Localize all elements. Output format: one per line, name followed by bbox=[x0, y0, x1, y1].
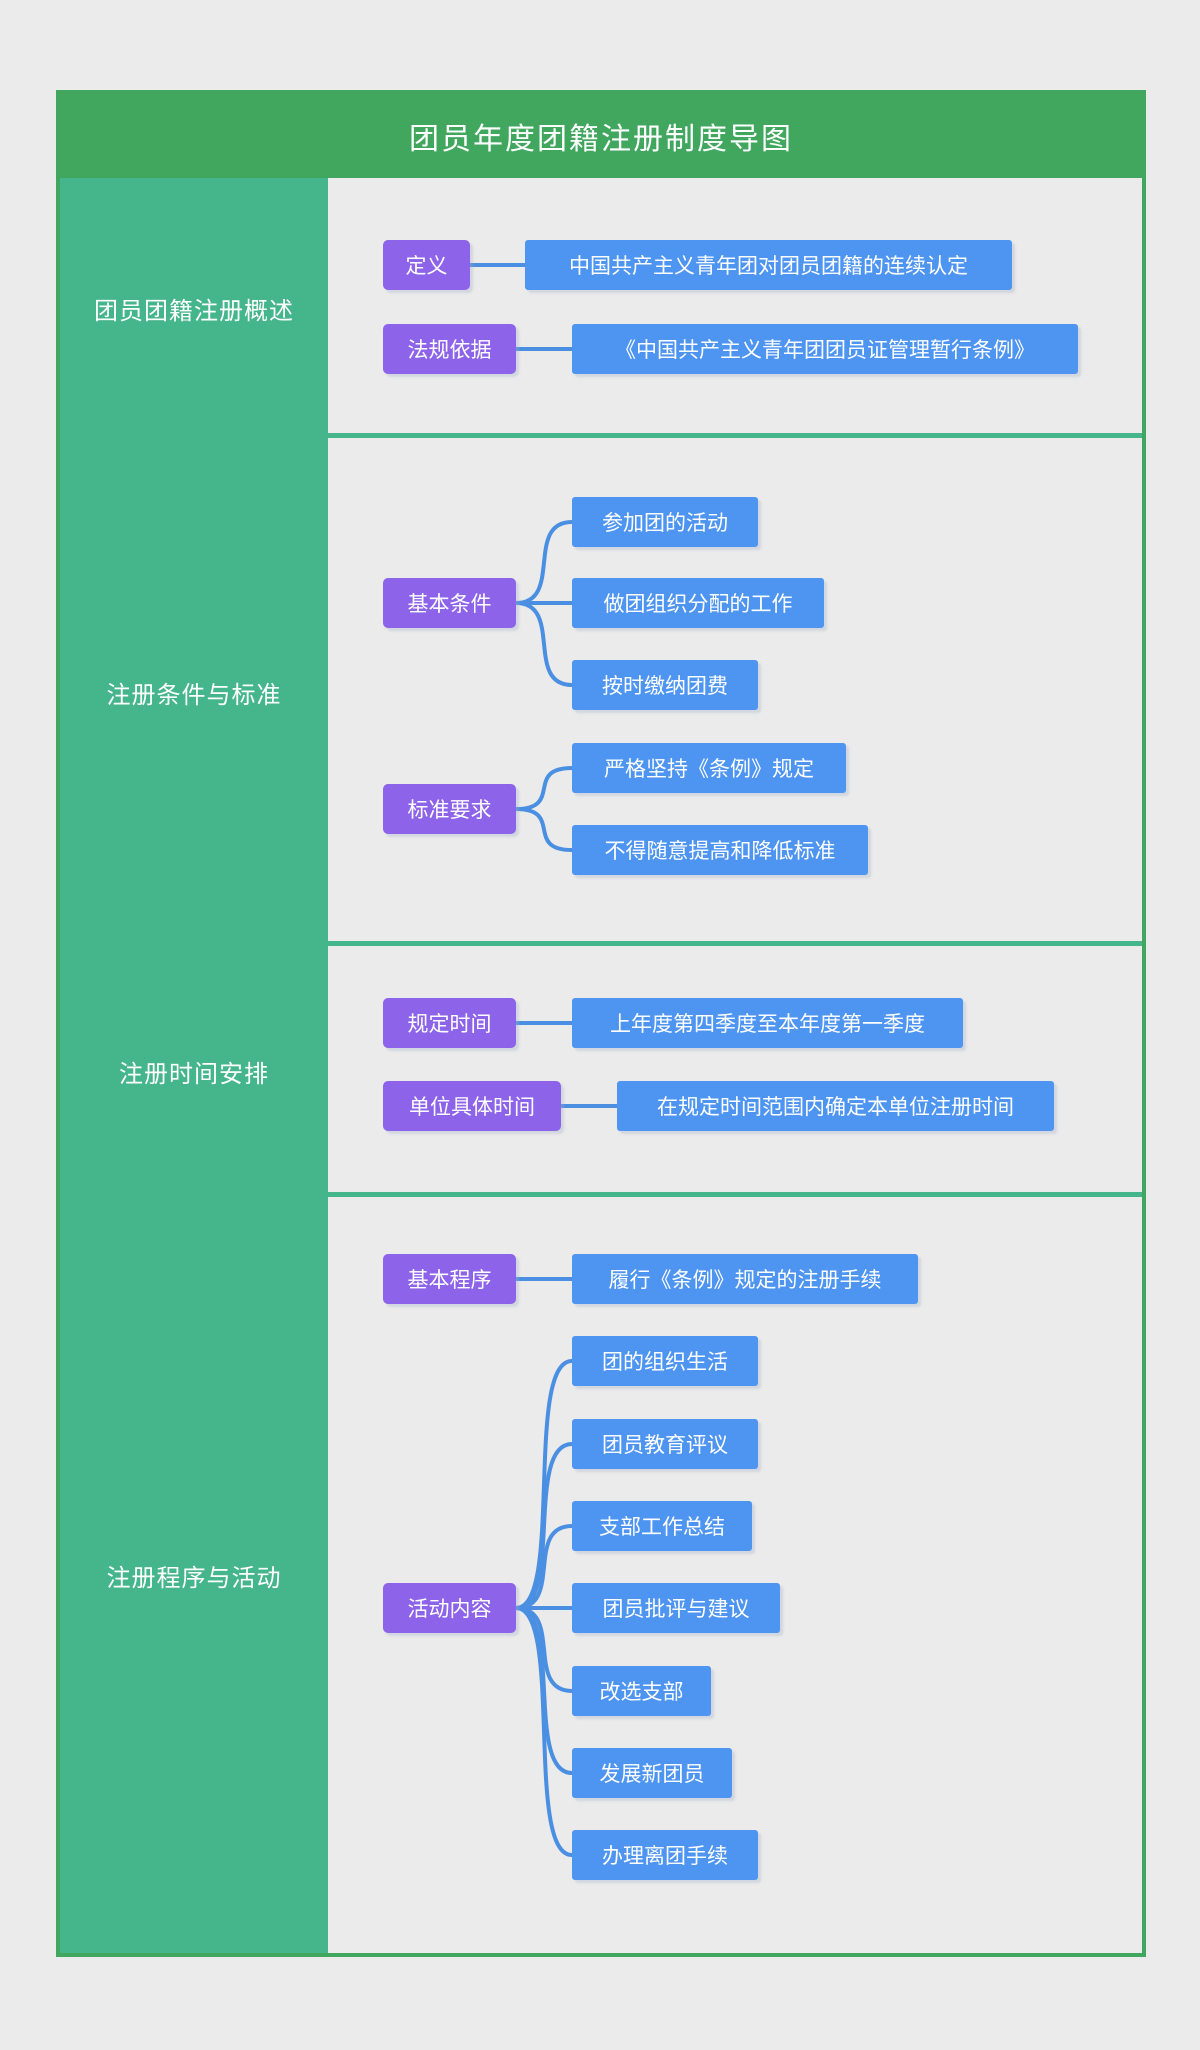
child-node[interactable]: 改选支部 bbox=[572, 1666, 711, 1716]
node-unit-specific-time[interactable]: 单位具体时间 bbox=[383, 1081, 561, 1131]
child-node[interactable]: 做团组织分配的工作 bbox=[572, 578, 824, 628]
section-divider bbox=[328, 1192, 1142, 1197]
connector-layer bbox=[514, 1277, 574, 1857]
child-node[interactable]: 办理离团手续 bbox=[572, 1830, 758, 1880]
sidebar-section-schedule: 注册时间安排 bbox=[119, 1061, 269, 1088]
node-activity-content[interactable]: 活动内容 bbox=[383, 1583, 516, 1633]
node-specified-time[interactable]: 规定时间 bbox=[383, 998, 516, 1048]
node-standard-requirements[interactable]: 标准要求 bbox=[383, 784, 516, 834]
child-node[interactable]: 严格坚持《条例》规定 bbox=[572, 743, 846, 793]
child-node[interactable]: 《中国共产主义青年团团员证管理暂行条例》 bbox=[572, 324, 1078, 374]
connector-layer bbox=[514, 1021, 619, 1108]
panel-procedures: 基本程序 履行《条例》规定的注册手续 活动内容 团的组织生活 团员教育评议 支部… bbox=[328, 1197, 1142, 1953]
sidebar-section-overview: 团员团籍注册概述 bbox=[94, 297, 294, 325]
panel-conditions: 基本条件 参加团的活动 做团组织分配的工作 按时缴纳团费 标准要求 严格坚持《条… bbox=[328, 438, 1142, 941]
page-title: 团员年度团籍注册制度导图 bbox=[409, 123, 793, 156]
mindmap-body: 团员团籍注册概述 注册条件与标准 注册时间安排 注册程序与活动 定义 中国共产主… bbox=[60, 178, 1142, 1953]
panel-overview: 定义 中国共产主义青年团对团员团籍的连续认定 法规依据 《中国共产主义青年团团员… bbox=[328, 178, 1142, 433]
node-basic-procedure[interactable]: 基本程序 bbox=[383, 1254, 516, 1304]
child-node[interactable]: 团员教育评议 bbox=[572, 1419, 758, 1469]
node-basic-conditions[interactable]: 基本条件 bbox=[383, 578, 516, 628]
title-bar: 团员年度团籍注册制度导图 bbox=[60, 94, 1142, 178]
child-node[interactable]: 在规定时间范围内确定本单位注册时间 bbox=[617, 1081, 1054, 1131]
child-node[interactable]: 参加团的活动 bbox=[572, 497, 758, 547]
child-node[interactable]: 中国共产主义青年团对团员团籍的连续认定 bbox=[525, 240, 1012, 290]
section-divider bbox=[328, 433, 1142, 438]
section-sidebar: 团员团籍注册概述 注册条件与标准 注册时间安排 注册程序与活动 bbox=[60, 178, 328, 1953]
mindmap-frame: 团员年度团籍注册制度导图 团员团籍注册概述 注册条件与标准 注册时间安排 注册程… bbox=[56, 90, 1146, 1957]
child-node[interactable]: 上年度第四季度至本年度第一季度 bbox=[572, 998, 963, 1048]
section-divider bbox=[328, 941, 1142, 946]
mindmap-content: 定义 中国共产主义青年团对团员团籍的连续认定 法规依据 《中国共产主义青年团团员… bbox=[328, 178, 1142, 1953]
node-definition[interactable]: 定义 bbox=[383, 240, 470, 290]
node-legal-basis[interactable]: 法规依据 bbox=[383, 324, 516, 374]
panel-schedule: 规定时间 上年度第四季度至本年度第一季度 单位具体时间 在规定时间范围内确定本单… bbox=[328, 946, 1142, 1192]
child-node[interactable]: 团的组织生活 bbox=[572, 1336, 758, 1386]
connector-layer bbox=[514, 520, 574, 852]
child-node[interactable]: 发展新团员 bbox=[572, 1748, 732, 1798]
child-node[interactable]: 按时缴纳团费 bbox=[572, 660, 758, 710]
sidebar-section-procedures: 注册程序与活动 bbox=[106, 1564, 282, 1592]
child-node[interactable]: 团员批评与建议 bbox=[572, 1583, 780, 1633]
child-node[interactable]: 支部工作总结 bbox=[572, 1501, 752, 1551]
child-node[interactable]: 不得随意提高和降低标准 bbox=[572, 825, 868, 875]
connector-layer bbox=[468, 263, 574, 351]
child-node[interactable]: 履行《条例》规定的注册手续 bbox=[572, 1254, 918, 1304]
sidebar-section-conditions: 注册条件与标准 bbox=[106, 681, 282, 709]
